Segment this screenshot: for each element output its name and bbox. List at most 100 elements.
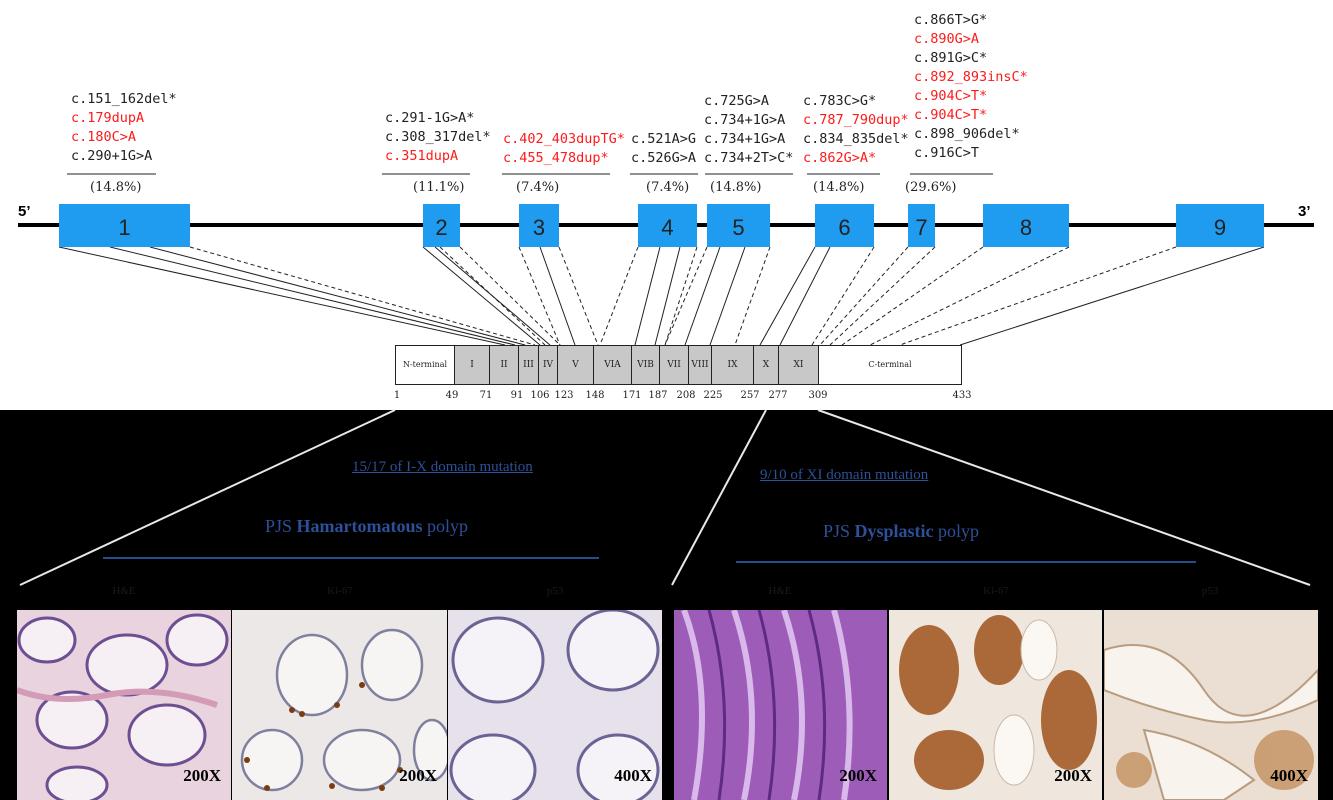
position-label: 49 <box>445 390 459 401</box>
mutation-label: c.892_893insC* <box>914 69 1028 85</box>
right-domain-link[interactable]: 9/10 of XI domain mutation <box>760 467 929 483</box>
exon-domain-link <box>634 246 661 346</box>
exon-domain-link <box>599 246 639 346</box>
mutation-label: c.725G>A <box>704 93 770 109</box>
exon-domain-link <box>149 246 526 346</box>
mutation-label: c.891G>C* <box>914 50 988 66</box>
magnification-label: 200X <box>1054 766 1092 785</box>
exon-9: 9 <box>1176 204 1264 247</box>
histology-panel-hamartomatous-he: 200X <box>17 610 231 800</box>
magnification-label: 400X <box>1270 766 1308 785</box>
magnification-label: 200X <box>399 766 437 785</box>
domain-IV: IV <box>538 345 558 385</box>
exon-domain-link <box>899 246 1177 346</box>
domain-VIB: VIB <box>631 345 660 385</box>
mutation-label: c.151_162del* <box>71 91 177 107</box>
histology-panel-dysplastic-ki67: 200X <box>889 610 1102 800</box>
mutation-label: c.890G>A <box>914 31 980 47</box>
exon-domain-link <box>459 246 561 346</box>
stain-label: H&E <box>768 585 792 597</box>
position-label: 171 <box>622 390 642 401</box>
exon-domain-link <box>829 246 936 346</box>
exon-domain-link <box>734 246 771 346</box>
tissue-image <box>17 610 231 800</box>
mutation-label: c.521A>G <box>631 131 697 147</box>
tissue-image <box>232 610 447 800</box>
domain-X: X <box>753 345 779 385</box>
mutation-label: c.783C>G* <box>803 93 877 109</box>
position-label: 208 <box>676 390 696 401</box>
position-label: 123 <box>554 390 574 401</box>
mutation-label: c.351dupA <box>385 148 459 164</box>
mutation-label: c.904C>T* <box>914 107 988 123</box>
position-label: 277 <box>768 390 788 401</box>
mutation-label: c.179dupA <box>71 110 145 126</box>
mutation-list-exon3: c.402_403dupTG* c.455_478dup* <box>503 130 625 168</box>
mutation-label: c.787_790dup* <box>803 112 909 128</box>
exon-domain-link <box>518 246 561 346</box>
tissue-image <box>448 610 662 800</box>
mutation-list-exon7: c.866T>G* c.890G>A c.891G>C* c.892_893in… <box>914 11 1028 163</box>
mutation-label: c.308_317del* <box>385 129 491 145</box>
position-label: 106 <box>530 390 550 401</box>
mutation-label: c.291-1G>A* <box>385 110 475 126</box>
mutation-list-exon1: c.151_162del* c.179dupA c.180C>A c.290+1… <box>71 90 177 166</box>
exon-domain-link <box>558 246 599 346</box>
tissue-image <box>674 610 887 800</box>
domain-XI: XI <box>778 345 819 385</box>
mutation-list-exon2: c.291-1G>A* c.308_317del* c.351dupA <box>385 109 491 166</box>
exon-domain-link <box>684 246 721 346</box>
exon-domain-link <box>58 246 506 346</box>
magnification-label: 400X <box>614 766 652 785</box>
left-domain-link[interactable]: 15/17 of I-X domain mutation <box>352 459 533 475</box>
domain-III: III <box>518 345 539 385</box>
exon-8: 8 <box>983 204 1069 247</box>
left-title-rule <box>103 557 599 559</box>
exon-domain-link <box>869 246 1070 346</box>
exon-domain-link <box>664 246 698 346</box>
exon-5: 5 <box>707 204 770 247</box>
domain-VII: VII <box>659 345 689 385</box>
domain-I: I <box>454 345 490 385</box>
exon-domain-link <box>189 246 536 346</box>
mutation-label: c.898_906del* <box>914 126 1020 142</box>
exon-2: 2 <box>423 204 460 247</box>
mutation-label: c.290+1G>A <box>71 148 153 164</box>
domain-V: V <box>557 345 594 385</box>
exon-domain-link <box>759 246 816 346</box>
tissue-image <box>1104 610 1318 800</box>
percent-exon7: (29.6%) <box>905 180 957 195</box>
mutation-label: c.526G>A <box>631 150 697 166</box>
percent-exon4: (7.4%) <box>646 180 690 195</box>
magnification-label: 200X <box>839 766 877 785</box>
domain-II: II <box>489 345 519 385</box>
position-label: 187 <box>648 390 668 401</box>
mutation-label: c.734+1G>A <box>704 131 786 147</box>
exon-4: 4 <box>638 204 697 247</box>
zoom-line <box>817 409 1311 586</box>
percent-exon6: (14.8%) <box>813 180 865 195</box>
mutation-label: c.862G>A* <box>803 150 877 166</box>
position-label: 225 <box>703 390 723 401</box>
zoom-line <box>19 409 396 586</box>
mutation-label: c.402_403dupTG* <box>503 131 625 147</box>
tissue-image <box>889 610 1102 800</box>
domain-c-terminal: C-terminal <box>818 345 962 385</box>
percent-exon5: (14.8%) <box>710 180 762 195</box>
exon-domain-link <box>654 246 681 346</box>
mutation-label: c.834_835del* <box>803 131 909 147</box>
zoom-line <box>671 409 767 586</box>
exon-domain-link <box>779 246 831 346</box>
mutation-list-exon5: c.725G>A c.734+1G>A c.734+1G>A c.734+2T>… <box>704 92 793 168</box>
stain-label: Ki-67 <box>983 585 1009 597</box>
position-label: 71 <box>479 390 493 401</box>
position-label: 257 <box>740 390 760 401</box>
right-title-rule <box>736 561 1196 563</box>
right-polyp-title: PJS Dysplastic polyp <box>823 521 980 541</box>
domain-IX: IX <box>711 345 754 385</box>
domain-n-terminal: N-terminal <box>395 345 455 385</box>
histology-panel-hamartomatous-ki67: 200X <box>232 610 447 800</box>
percent-exon1: (14.8%) <box>90 180 142 195</box>
mutation-label: c.734+1G>A <box>704 112 786 128</box>
